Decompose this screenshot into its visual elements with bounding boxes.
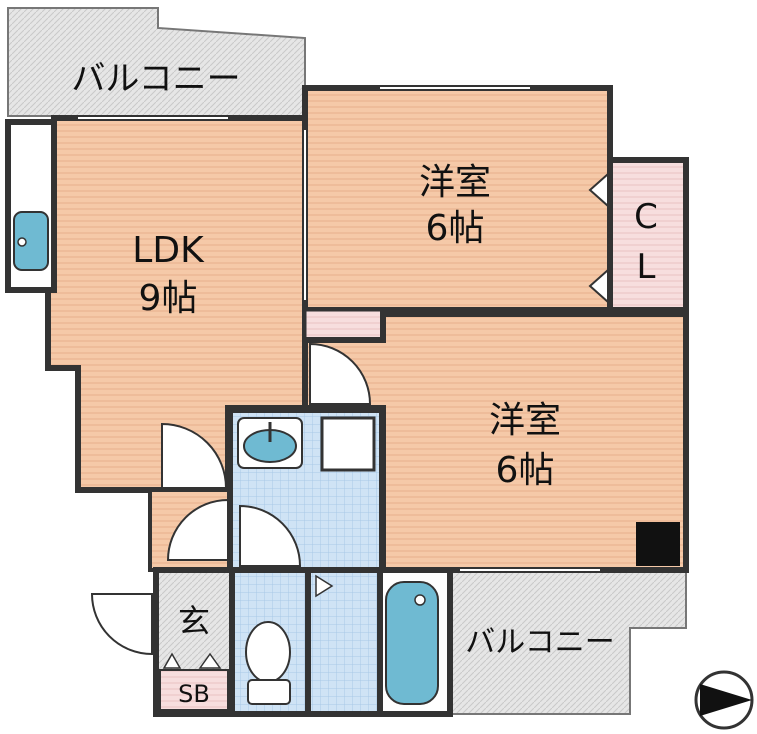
north-arrow-icon — [694, 670, 754, 730]
western-2-name: 洋室 — [489, 400, 561, 441]
washing-machine-space — [320, 416, 376, 472]
shoebox-label: SB — [178, 680, 210, 708]
hall-storage — [303, 308, 385, 342]
western-1-size: 6帖 — [426, 208, 485, 249]
door-ldk — [161, 422, 228, 489]
western-1-name: 洋室 — [419, 162, 491, 203]
shoebox — [159, 669, 229, 711]
entrance-area — [153, 567, 235, 717]
door-entry — [166, 498, 229, 561]
windows — [78, 87, 600, 571]
doors — [90, 342, 372, 656]
pillar — [636, 522, 680, 566]
balcony-top-label: バルコニー — [71, 59, 240, 99]
ldk-size: 9帖 — [139, 278, 198, 319]
door-washroom — [239, 504, 302, 567]
door-front — [90, 593, 153, 656]
closet — [588, 157, 689, 313]
balcony-top — [7, 7, 306, 117]
closet-label-l: L — [637, 247, 656, 287]
kitchen-counter — [5, 119, 57, 293]
door-western-2 — [309, 342, 372, 405]
ldk-name: LDK — [132, 230, 205, 271]
toilet-room — [229, 567, 311, 717]
bathroom — [377, 567, 453, 717]
closet-label-c: C — [634, 197, 658, 237]
entrance-label: 玄 — [178, 602, 210, 640]
balcony-bottom-label: バルコニー — [465, 625, 614, 660]
western-2-size: 6帖 — [496, 450, 555, 491]
